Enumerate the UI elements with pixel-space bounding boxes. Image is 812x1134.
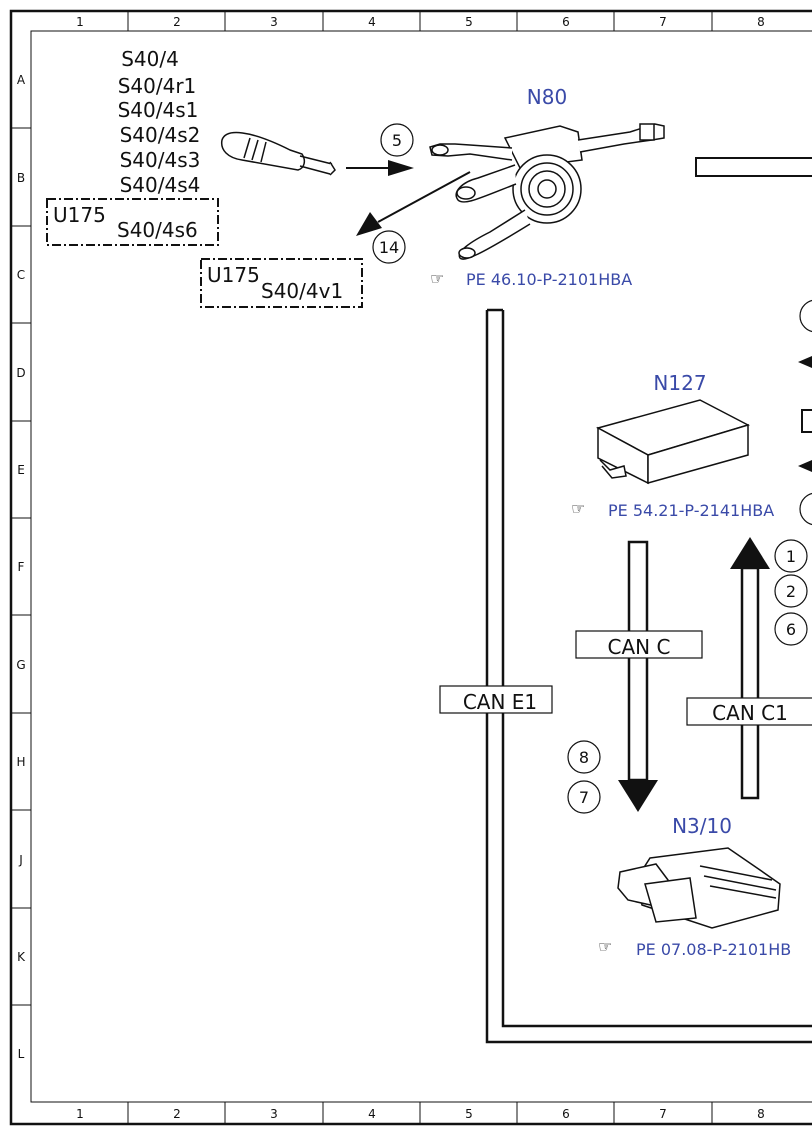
- can-e1-bus-outer: [485, 310, 812, 1044]
- marker-8-label: 8: [579, 748, 589, 767]
- n127-module-drawing: [595, 399, 750, 485]
- switch-label-s40-4s3: S40/4s3: [120, 148, 201, 172]
- marker-5: 5: [380, 123, 414, 157]
- row-l: L: [18, 1047, 25, 1061]
- inner-frame: [30, 30, 812, 1103]
- marker-5-label: 5: [392, 131, 402, 150]
- arrow-to-n80: [346, 160, 414, 176]
- can-c1-label: CAN C1: [712, 701, 788, 725]
- marker-2: 2: [774, 574, 808, 608]
- col-1-bottom: 1: [76, 1107, 84, 1121]
- u175-box-1: [46, 198, 219, 246]
- n3-10-ref-hand-icon: ☞: [598, 937, 612, 956]
- col-2-top: 2: [173, 15, 181, 29]
- col-7-bottom: 7: [659, 1107, 667, 1121]
- n80-name: N80: [527, 85, 567, 109]
- col-1-top: 1: [76, 15, 84, 29]
- can-c1-label-box: [686, 697, 812, 726]
- col-4-top: 4: [368, 15, 376, 29]
- switch-label-s40-4s2: S40/4s2: [120, 123, 201, 147]
- n127-ref-hand-icon: ☞: [571, 499, 585, 518]
- marker-14: 14: [372, 230, 406, 264]
- stalk-switch-drawing: [220, 131, 336, 176]
- marker-6-label: 6: [786, 620, 796, 639]
- row-h: H: [16, 755, 25, 769]
- n127-name: N127: [653, 371, 706, 395]
- row-ticks: [11, 127, 31, 1006]
- arrow-from-n80: [356, 171, 471, 236]
- col-5-top: 5: [465, 15, 473, 29]
- n80-steering-column-module-drawing: [429, 123, 665, 260]
- marker-7: 7: [567, 780, 601, 814]
- col-6-bottom: 6: [562, 1107, 570, 1121]
- marker-8: 8: [567, 740, 601, 774]
- row-d: D: [16, 366, 25, 380]
- col-7-top: 7: [659, 15, 667, 29]
- marker-14-label: 14: [379, 238, 399, 257]
- column-numbers-bottom: 1 2 3 4 5 6 7 8: [76, 1107, 765, 1121]
- n127-reference[interactable]: PE 54.21-P-2141HBA: [608, 501, 774, 520]
- u175-box-2: [200, 258, 363, 308]
- u175-tag-2: U175: [207, 263, 260, 287]
- u175-label-1: S40/4s6: [117, 218, 198, 242]
- column-numbers-top: 1 2 3 4 5 6 7 8: [76, 15, 765, 29]
- u175-tag-1: U175: [53, 203, 106, 227]
- n3-10-reference[interactable]: PE 07.08-P-2101HB: [636, 940, 791, 959]
- arrowhead-partial-2: [798, 460, 812, 472]
- n80-reference[interactable]: PE 46.10-P-2101HBA: [466, 270, 632, 289]
- col-5-bottom: 5: [465, 1107, 473, 1121]
- u175-label-2: S40/4v1: [261, 279, 343, 303]
- marker-6: 6: [774, 612, 808, 646]
- col-3-top: 3: [270, 15, 278, 29]
- bus-line-top-right: [695, 157, 812, 177]
- n3-10-name: N3/10: [672, 814, 732, 838]
- outer-frame: [9, 9, 812, 1126]
- n80-ref-hand-icon: ☞: [430, 269, 444, 288]
- n3-10-ecu-drawing: [617, 847, 781, 929]
- col-4-bottom: 4: [368, 1107, 376, 1121]
- bracket-partial: [801, 409, 812, 433]
- column-ticks: [127, 11, 713, 1124]
- col-8-bottom: 8: [757, 1107, 765, 1121]
- col-6-top: 6: [562, 15, 570, 29]
- row-e: E: [17, 463, 25, 477]
- can-e1-bus-inner: [501, 310, 812, 1028]
- switch-label-s40-4r1: S40/4r1: [118, 74, 197, 98]
- can-c-label: CAN C: [608, 635, 671, 659]
- row-f: F: [18, 560, 25, 574]
- switch-label-s40-4s1: S40/4s1: [118, 98, 199, 122]
- switch-label-s40-4: S40/4: [121, 47, 179, 71]
- row-j: J: [18, 853, 23, 867]
- arrowhead-partial-1: [798, 356, 812, 368]
- row-c: C: [17, 268, 25, 282]
- can-c1-arrow: [730, 537, 770, 800]
- marker-1-label: 1: [786, 547, 796, 566]
- marker-partial-top: [799, 299, 812, 333]
- row-k: K: [17, 950, 26, 964]
- marker-2-label: 2: [786, 582, 796, 601]
- can-c-arrow: [618, 540, 658, 812]
- col-8-top: 8: [757, 15, 765, 29]
- switch-label-s40-4s4: S40/4s4: [120, 173, 201, 197]
- row-a: A: [17, 73, 26, 87]
- marker-7-label: 7: [579, 788, 589, 807]
- row-b: B: [17, 171, 25, 185]
- row-g: G: [16, 658, 25, 672]
- marker-partial-mid: [799, 492, 812, 526]
- switch-label-list: S40/4 S40/4r1 S40/4s1 S40/4s2 S40/4s3 S4…: [118, 47, 201, 197]
- can-c-label-box: [575, 630, 703, 659]
- row-letters: A B C D E F G H J K L: [16, 73, 26, 1061]
- can-e1-label-box: [439, 685, 553, 714]
- col-2-bottom: 2: [173, 1107, 181, 1121]
- marker-1: 1: [774, 539, 808, 573]
- col-3-bottom: 3: [270, 1107, 278, 1121]
- can-e1-label: CAN E1: [463, 690, 537, 714]
